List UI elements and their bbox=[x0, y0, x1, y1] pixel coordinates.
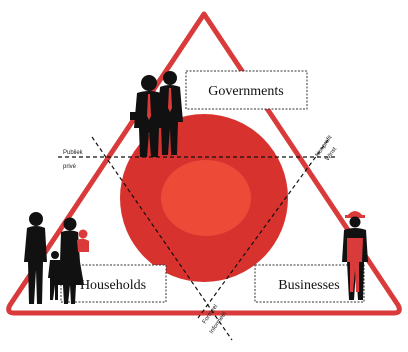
households-label: Households bbox=[80, 278, 146, 293]
worker-icon bbox=[342, 211, 368, 300]
formal-informal-line bbox=[91, 136, 233, 341]
prive-label: privé bbox=[63, 164, 77, 170]
governments-box bbox=[185, 70, 308, 110]
governments-label: Governments bbox=[208, 84, 283, 99]
publiek-label: Publiek bbox=[63, 150, 84, 156]
government-officials-icon bbox=[130, 71, 183, 157]
businesses-label: Businesses bbox=[278, 278, 339, 293]
businesses-box bbox=[254, 264, 365, 303]
center-circle-inner bbox=[161, 160, 251, 236]
family-icon bbox=[24, 212, 89, 304]
nonprofit-profit-line bbox=[197, 139, 329, 319]
winst-label: Winst bbox=[325, 146, 339, 162]
